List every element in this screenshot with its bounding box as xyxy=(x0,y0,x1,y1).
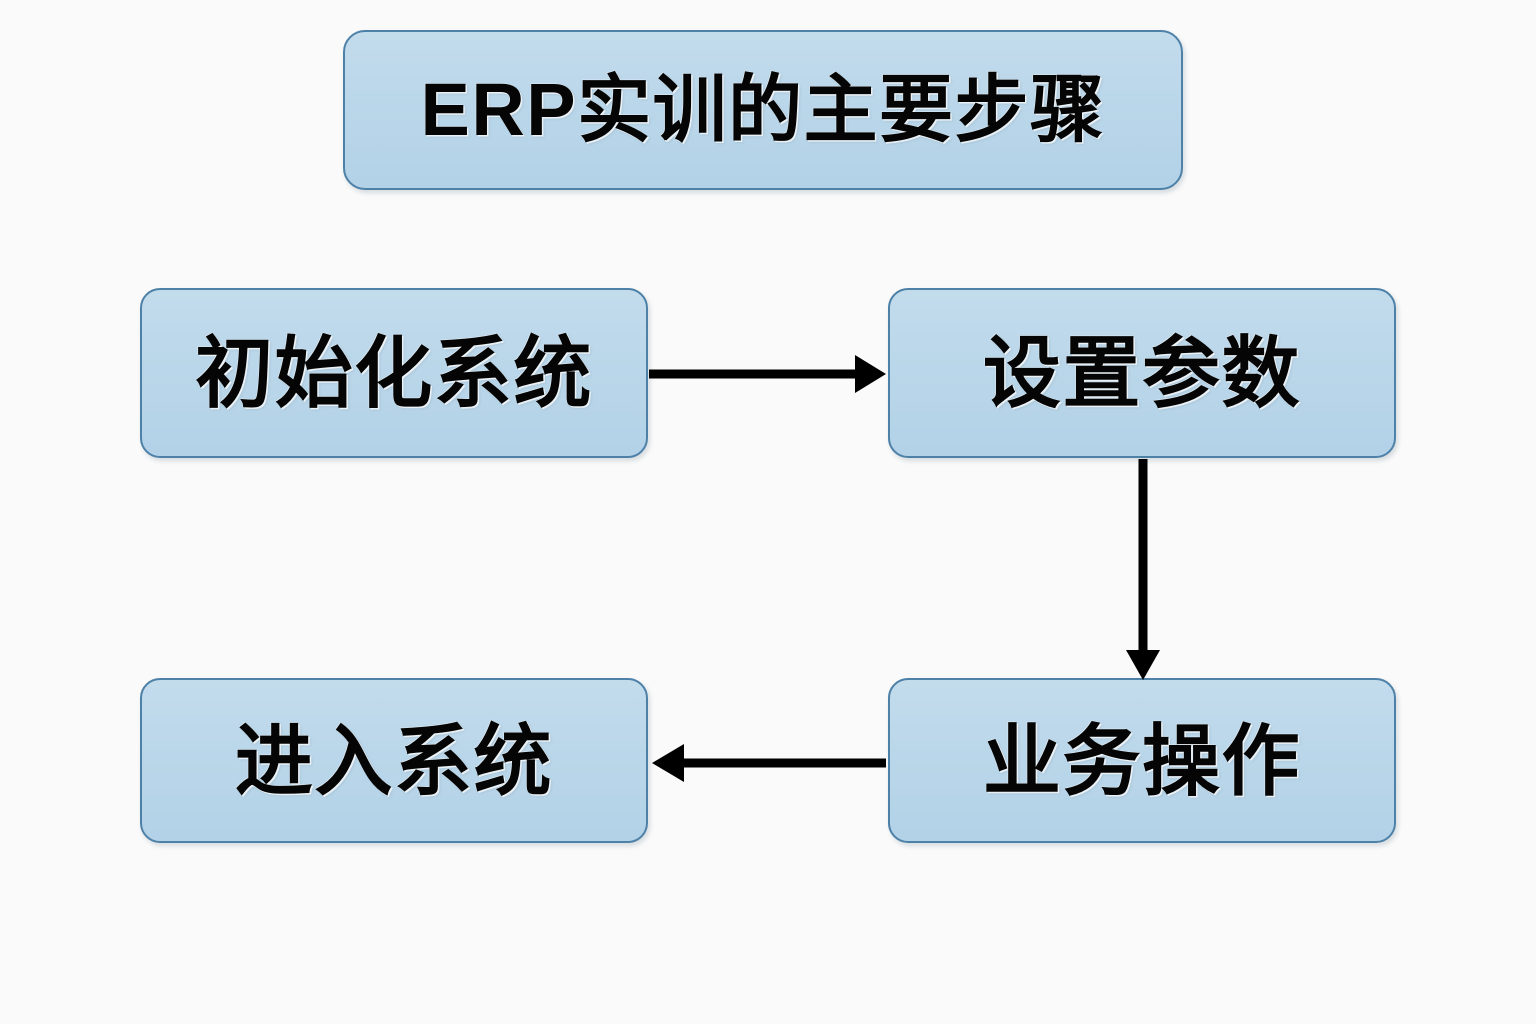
flow-node-label: 设置参数 xyxy=(982,329,1302,417)
flow-node-set-parameters[interactable]: 设置参数 xyxy=(888,288,1396,458)
flow-node-label: 初始化系统 xyxy=(195,329,593,417)
arrow-down-step2-to-step4 xyxy=(1126,459,1160,680)
flow-node-enter-system[interactable]: 进入系统 xyxy=(140,678,648,843)
flow-node-label: 业务操作 xyxy=(982,716,1302,805)
flow-node-initialize-system[interactable]: 初始化系统 xyxy=(140,288,648,458)
flow-node-business-operation[interactable]: 业务操作 xyxy=(888,678,1396,843)
flow-node-label: 进入系统 xyxy=(234,716,554,805)
arrow-left-step4-to-step3 xyxy=(652,744,886,782)
diagram-title-box: ERP实训的主要步骤 xyxy=(343,30,1183,190)
diagram-title-label: ERP实训的主要步骤 xyxy=(420,68,1106,151)
arrow-right-step1-to-step2 xyxy=(649,355,886,393)
